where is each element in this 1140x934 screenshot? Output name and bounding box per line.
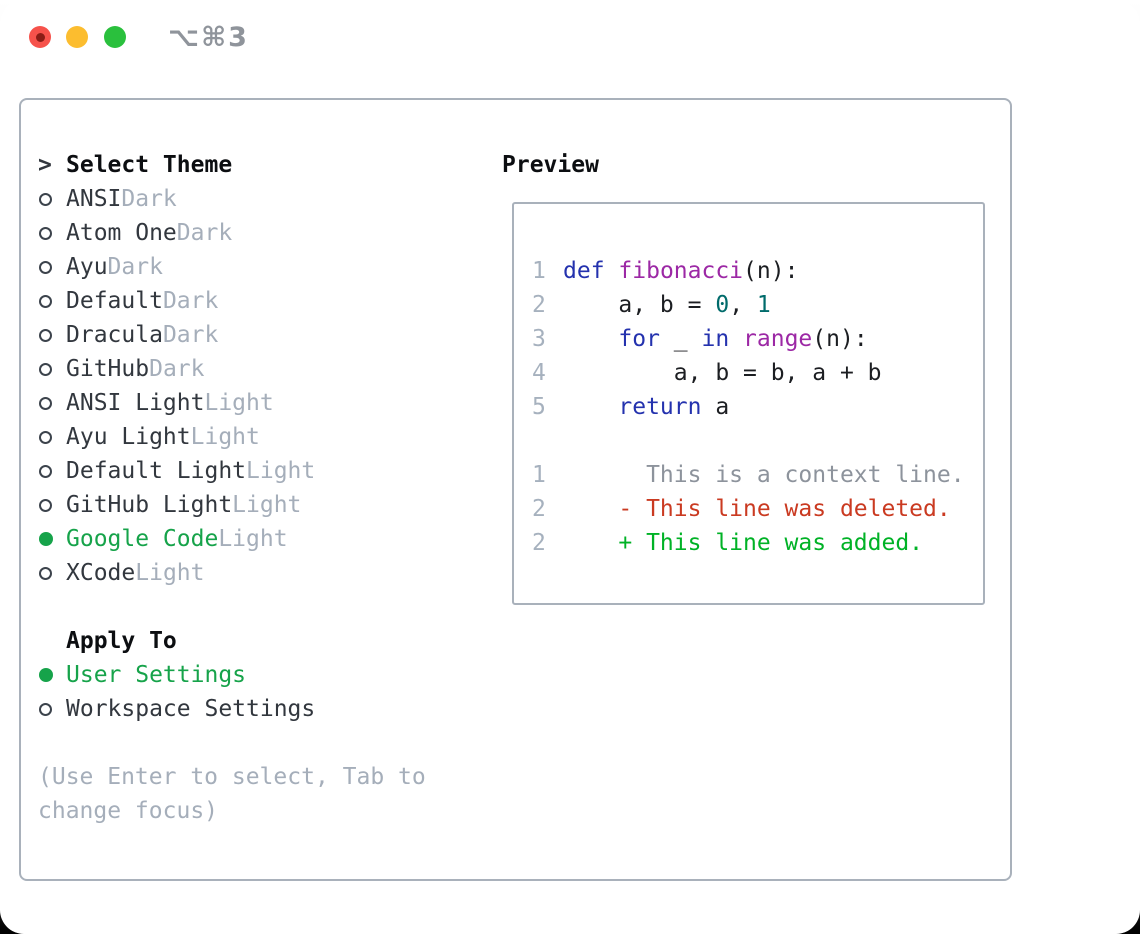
close-dot-icon — [35, 32, 45, 42]
code-text: a, b = 0, 1 — [563, 292, 771, 318]
theme-option-github[interactable]: GitHub Dark — [38, 352, 498, 386]
selection-cursor-icon: > — [38, 152, 52, 178]
diff-line-added: 2 + This line was added. — [532, 526, 975, 560]
theme-variant-badge: Light — [135, 560, 205, 586]
minimize-button[interactable] — [66, 26, 88, 48]
theme-option-label: GitHub — [66, 356, 150, 382]
theme-option-dracula[interactable]: Dracula Dark — [38, 318, 498, 352]
theme-option-default[interactable]: Default Dark — [38, 284, 498, 318]
theme-option-label: Default Light — [66, 458, 247, 484]
radio-unselected-icon — [39, 328, 52, 342]
help-text: (Use Enter to select, Tab to change focu… — [38, 764, 426, 824]
diff-preview: 1 This is a context line.2 - This line w… — [532, 458, 975, 560]
theme-option-label: Atom One — [66, 220, 177, 246]
radio-unselected-icon — [39, 362, 52, 376]
theme-variant-badge: Dark — [107, 254, 163, 280]
line-number: 1 — [532, 462, 546, 488]
radio-unselected-icon — [39, 702, 52, 716]
radio-unselected-icon — [39, 260, 52, 274]
line-number: 1 — [532, 258, 546, 284]
theme-option-ansi[interactable]: ANSI Dark — [38, 182, 498, 216]
code-line: 1 def fibonacci(n): — [532, 254, 975, 288]
theme-option-label: Default — [66, 288, 163, 314]
line-number: 4 — [532, 360, 546, 386]
theme-option-ayu-light[interactable]: Ayu Light Light — [38, 420, 498, 454]
radio-selected-icon — [39, 532, 53, 546]
code-text: for _ in range(n): — [618, 326, 868, 352]
titlebar: ⌥⌘3 — [0, 0, 1140, 75]
radio-unselected-icon — [39, 498, 52, 512]
diff-text: + This line was added. — [563, 530, 924, 556]
apply-option-user-settings[interactable]: User Settings — [38, 658, 498, 692]
theme-variant-badge: Light — [218, 526, 288, 552]
line-number: 5 — [532, 394, 546, 420]
zoom-button[interactable] — [104, 26, 126, 48]
theme-variant-badge: Light — [246, 458, 316, 484]
radio-unselected-icon — [39, 294, 52, 308]
preview-heading: Preview — [502, 152, 599, 178]
diff-text: - This line was deleted. — [563, 496, 951, 522]
window-title: ⌥⌘3 — [168, 22, 249, 53]
line-number: 3 — [532, 326, 546, 352]
theme-option-atom-one[interactable]: Atom One Dark — [38, 216, 498, 250]
theme-option-ayu[interactable]: Ayu Dark — [38, 250, 498, 284]
theme-option-label: Dracula — [66, 322, 163, 348]
theme-option-label: Google Code — [66, 526, 219, 552]
theme-option-label: GitHub Light — [66, 492, 233, 518]
theme-option-label: Ayu Light — [66, 424, 191, 450]
radio-unselected-icon — [39, 464, 52, 478]
theme-variant-badge: Light — [232, 492, 302, 518]
code-line: 3 for _ in range(n): — [532, 322, 975, 356]
theme-option-xcode[interactable]: XCode Light — [38, 556, 498, 590]
close-button[interactable] — [29, 26, 51, 48]
diff-line-deleted: 2 - This line was deleted. — [532, 492, 975, 526]
apply-option-label: Workspace Settings — [66, 696, 316, 722]
radio-selected-icon — [39, 668, 53, 682]
diff-text: This is a context line. — [563, 462, 965, 488]
theme-picker-heading-row: > Select Theme — [38, 148, 498, 182]
theme-variant-badge: Light — [190, 424, 260, 450]
theme-variant-badge: Dark — [176, 220, 233, 246]
theme-option-default-light[interactable]: Default Light Light — [38, 454, 498, 488]
code-text: a, b = b, a + b — [563, 360, 882, 386]
code-line: 4 a, b = b, a + b — [532, 356, 975, 390]
theme-variant-badge: Light — [204, 390, 274, 416]
theme-option-google-code[interactable]: Google Code Light — [38, 522, 498, 556]
theme-variant-badge: Dark — [121, 186, 177, 212]
theme-option-ansi-light[interactable]: ANSI Light Light — [38, 386, 498, 420]
theme-option-label: ANSI — [66, 186, 122, 212]
theme-variant-badge: Dark — [149, 356, 205, 382]
radio-unselected-icon — [39, 226, 52, 240]
apply-option-workspace-settings[interactable]: Workspace Settings — [38, 692, 498, 726]
line-number: 2 — [532, 292, 546, 318]
theme-option-github-light[interactable]: GitHub Light Light — [38, 488, 498, 522]
diff-line-context: 1 This is a context line. — [532, 458, 975, 492]
line-number: 2 — [532, 496, 546, 522]
apply-to-heading-row: Apply To — [38, 624, 498, 658]
line-number: 2 — [532, 530, 546, 556]
code-line: 2 a, b = 0, 1 — [532, 288, 975, 322]
code-line: 5 return a — [532, 390, 975, 424]
code-text: def fibonacci(n): — [563, 258, 799, 284]
theme-option-label: Ayu — [66, 254, 108, 280]
radio-unselected-icon — [39, 192, 52, 206]
apply-option-label: User Settings — [66, 662, 247, 688]
code-text: return a — [618, 394, 730, 420]
theme-option-label: XCode — [66, 560, 136, 586]
radio-unselected-icon — [39, 566, 52, 580]
radio-unselected-icon — [39, 396, 52, 410]
theme-variant-badge: Dark — [162, 288, 219, 314]
theme-option-label: ANSI Light — [66, 390, 205, 416]
radio-unselected-icon — [39, 430, 52, 444]
apply-to-heading: Apply To — [66, 628, 177, 654]
theme-picker-heading: Select Theme — [66, 152, 233, 178]
theme-variant-badge: Dark — [162, 322, 219, 348]
